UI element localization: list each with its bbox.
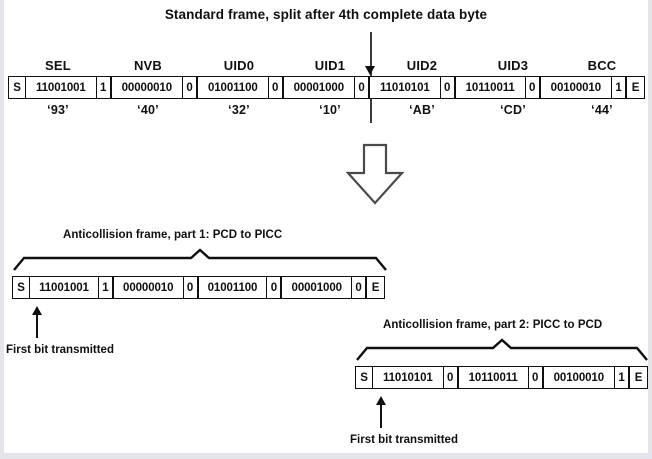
standard-frame-cell-byte-5: 01001100 xyxy=(197,77,269,98)
part1-first-bit-arrow-icon xyxy=(32,306,42,315)
part1-frame-cell-parity-8: 0 xyxy=(352,277,368,298)
hex-value-bcc: ‘44’ xyxy=(591,103,613,117)
standard-frame-cell-byte-11: 10110011 xyxy=(455,77,526,98)
part2-first-bit-arrow-icon xyxy=(376,396,386,405)
standard-frame-cell-marker-15: E xyxy=(627,77,644,98)
part2-caption: Anticollision frame, part 2: PICC to PCD xyxy=(383,319,603,331)
standard-frame-cell-byte-9: 11010101 xyxy=(369,77,441,98)
part1-caption: Anticollision frame, part 1: PCD to PICC xyxy=(63,229,283,241)
standard-frame-cell-parity-2: 1 xyxy=(96,77,112,98)
block-down-arrow-icon xyxy=(344,143,406,212)
part1-frame-cell-byte-5: 01001100 xyxy=(198,277,268,298)
diagram-title: Standard frame, split after 4th complete… xyxy=(164,7,488,22)
part2-brace xyxy=(353,338,651,367)
field-label-uid2: UID2 xyxy=(406,58,438,73)
part1-frame-cell-parity-6: 0 xyxy=(267,277,283,298)
part1-frame-cell-parity-2: 1 xyxy=(98,277,114,298)
standard-frame-cell-parity-6: 0 xyxy=(268,77,284,98)
part1-frame-cell-byte-1: 11001001 xyxy=(30,277,99,298)
standard-frame-cell-byte-7: 00001000 xyxy=(283,77,355,98)
split-line-lower xyxy=(370,76,372,123)
part2-frame-cell-marker-7: E xyxy=(629,367,647,388)
part1-first-bit-arrow-shaft xyxy=(36,314,38,338)
standard-frame-cell-byte-3: 00000010 xyxy=(111,77,183,98)
standard-frame-cell-parity-8: 0 xyxy=(354,77,370,98)
page-edge-right xyxy=(648,0,652,459)
part1-frame-cell-byte-3: 00000010 xyxy=(113,277,184,298)
part2-frame-cell-parity-2: 0 xyxy=(443,367,459,388)
part2-frame-cell-marker-0: S xyxy=(356,367,373,388)
hex-value-uid2: ‘AB’ xyxy=(409,103,435,117)
hex-value-uid0: ‘32’ xyxy=(228,103,250,117)
hex-value-uid3: ‘CD’ xyxy=(500,103,526,117)
standard-frame-cell-marker-0: S xyxy=(9,77,26,98)
part2-frame-cell-byte-1: 11010101 xyxy=(373,367,444,388)
hex-value-nvb: ‘40’ xyxy=(137,103,159,117)
field-label-uid3: UID3 xyxy=(497,58,529,73)
part1-brace xyxy=(10,248,390,277)
page-edge-left xyxy=(0,0,4,459)
part2-frame-cell-byte-5: 00100010 xyxy=(543,367,615,388)
part2-first-bit-arrow-shaft xyxy=(380,404,382,428)
standard-frame-cell-parity-4: 0 xyxy=(182,77,198,98)
part1-frame-cell-byte-7: 00001000 xyxy=(282,277,353,298)
standard-frame-cell-parity-12: 0 xyxy=(525,77,541,98)
field-label-uid0: UID0 xyxy=(223,58,255,73)
split-line-upper xyxy=(370,32,372,76)
field-label-bcc: BCC xyxy=(587,58,617,73)
hex-value-sel: ‘93’ xyxy=(47,103,69,117)
field-label-sel: SEL xyxy=(45,58,71,73)
field-label-nvb: NVB xyxy=(133,58,163,73)
standard-frame-cell-parity-14: 1 xyxy=(612,77,627,98)
standard-frame-cell-parity-10: 0 xyxy=(440,77,456,98)
standard-frame-cell-byte-1: 11001001 xyxy=(26,77,97,98)
part2-first-bit-label: First bit transmitted xyxy=(350,434,458,446)
field-label-uid1: UID1 xyxy=(314,58,346,73)
part1-frame-cell-marker-9: E xyxy=(367,277,385,298)
hex-value-uid1: ‘10’ xyxy=(319,103,341,117)
part1-frame-cell-marker-0: S xyxy=(13,277,30,298)
standard-frame-cell-byte-13: 00100010 xyxy=(540,77,612,98)
part2-frame-cell-parity-6: 1 xyxy=(614,367,630,388)
split-arrow-head-icon xyxy=(365,66,375,75)
part1-first-bit-label: First bit transmitted xyxy=(6,344,114,356)
part1-frame-cell-parity-4: 0 xyxy=(183,277,199,298)
page-edge-bottom xyxy=(0,453,652,459)
part2-frame-cell-byte-3: 10110011 xyxy=(458,367,529,388)
part2-frame-cell-parity-4: 0 xyxy=(528,367,544,388)
